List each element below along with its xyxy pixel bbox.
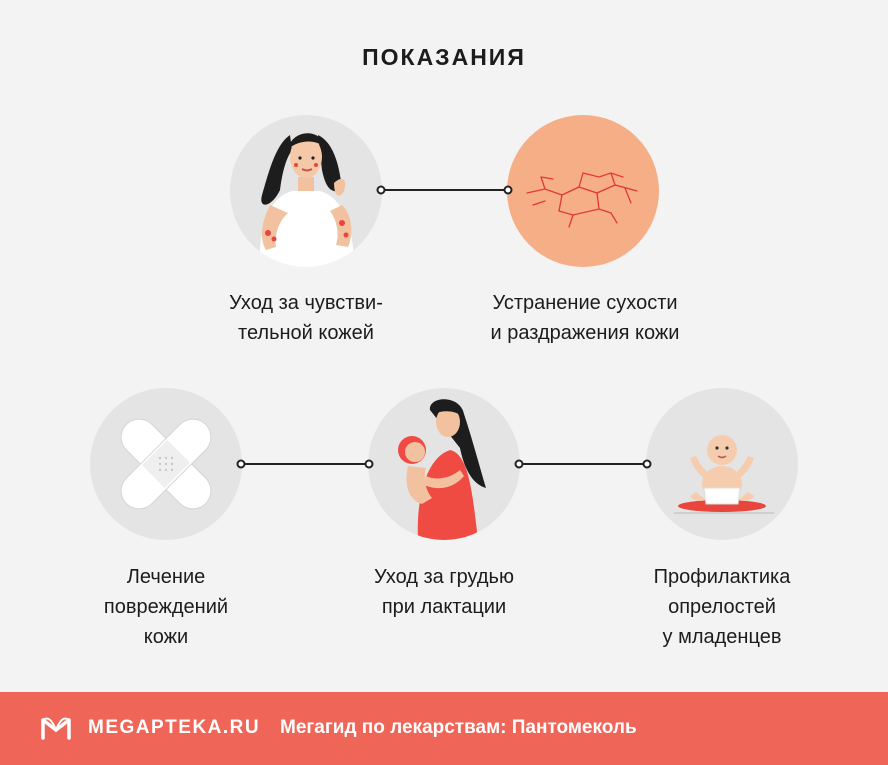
bandage-icon <box>90 388 242 540</box>
breastfeeding-mother-icon <box>368 388 520 540</box>
caption-skin-damage: Лечение повреждений кожи <box>103 566 229 648</box>
megapteka-logo-icon <box>40 714 72 747</box>
brand-name: MEGAPTEKA.RU <box>88 717 261 738</box>
caption-dry-skin: Устранение сухости и раздражения кожи <box>490 292 680 344</box>
footer-banner: MEGAPTEKA.RU Мегагид по лекарствам: Пант… <box>0 692 888 765</box>
caption-baby-diaper-rash: Профилактика опрелостей у младенцев <box>653 566 791 648</box>
dry-skin-icon <box>507 115 659 267</box>
connector-dot <box>364 459 374 469</box>
connector-line <box>241 463 369 465</box>
connector-dot <box>514 459 524 469</box>
footer-tagline: Мегагид по лекарствам: Пантомеколь <box>280 717 637 738</box>
connector-line <box>519 463 647 465</box>
connector-dot <box>503 185 513 195</box>
connector-line <box>381 189 508 191</box>
caption-breast-care: Уход за грудью при лактации <box>374 566 514 618</box>
baby-icon <box>646 388 798 540</box>
connector-dot <box>642 459 652 469</box>
connector-dot <box>236 459 246 469</box>
connector-dot <box>376 185 386 195</box>
woman-sensitive-skin-icon <box>230 115 382 267</box>
page-title: ПОКАЗАНИЯ <box>362 44 526 70</box>
caption-sensitive-skin: Уход за чувстви- тельной кожей <box>229 292 383 344</box>
